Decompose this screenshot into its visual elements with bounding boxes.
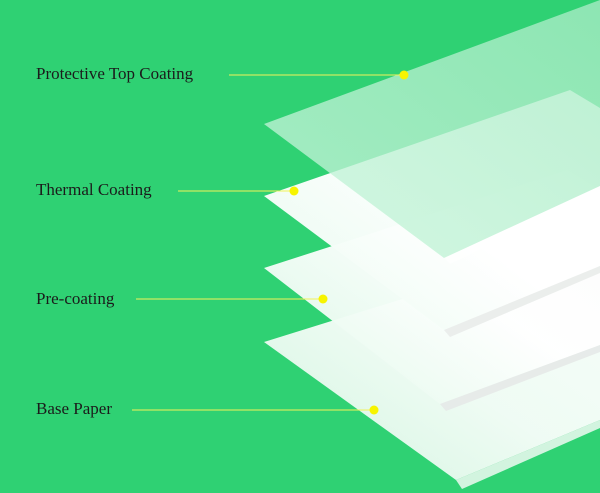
marker-dot-base bbox=[369, 405, 379, 415]
label-protective-top-coating: Protective Top Coating bbox=[36, 64, 194, 83]
leader-pre bbox=[136, 294, 328, 304]
marker-dot-thermal bbox=[289, 186, 299, 196]
marker-dot-top bbox=[399, 70, 409, 80]
label-pre-coating: Pre-coating bbox=[36, 289, 115, 308]
leader-top bbox=[229, 70, 409, 80]
protective-top-coating-sheet bbox=[264, 0, 600, 264]
leader-base bbox=[132, 405, 379, 415]
marker-dot-pre bbox=[318, 294, 328, 304]
leader-thermal bbox=[178, 186, 299, 196]
label-base-paper: Base Paper bbox=[36, 399, 113, 418]
label-thermal-coating: Thermal Coating bbox=[36, 180, 152, 199]
